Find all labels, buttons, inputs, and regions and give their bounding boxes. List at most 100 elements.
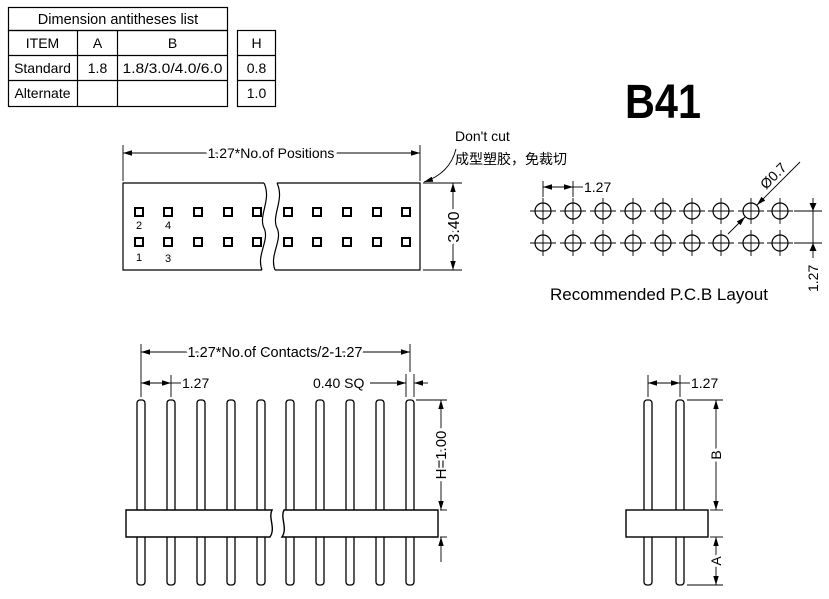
- table-title: Dimension antitheses list: [38, 12, 198, 28]
- h-table: H 0.8 1.0: [236, 29, 277, 108]
- pin-label-4: 4: [165, 220, 171, 232]
- pin-cavity: [312, 237, 322, 247]
- pin-cavity: [223, 237, 233, 247]
- pcb-hole-diameter-label: Ø0.7: [757, 159, 790, 192]
- h-dimension-label: H=1.00: [433, 431, 450, 480]
- pin-cavity: [163, 237, 173, 247]
- pcb-hole: [708, 230, 734, 256]
- pcb-hole: [560, 198, 586, 224]
- pin-cavity: [283, 237, 293, 247]
- pcb-hole: [679, 198, 705, 224]
- pin: [345, 399, 355, 586]
- pin-cavity: [401, 207, 411, 217]
- pin-cavity: [372, 207, 382, 217]
- table-cell-standard-b: 1.8/3.0/4.0/6.0: [123, 60, 223, 76]
- pin: [643, 399, 653, 586]
- top-view-break-line: [273, 182, 281, 271]
- h-table-frame: [236, 29, 277, 108]
- side-view: 1.27*No.of Contacts/2-1.27 1.27 0.40 SQ …: [125, 342, 453, 586]
- top-length-label: 1.27*No.of Positions: [208, 145, 335, 161]
- pin: [405, 399, 415, 586]
- a-dimension-label: A: [708, 556, 724, 566]
- pcb-hole: [530, 198, 556, 224]
- pcb-hole-grid: [530, 198, 793, 256]
- table-header-a: A: [93, 35, 103, 51]
- side-view-body-left: [125, 509, 274, 538]
- pcb-hole: [738, 198, 764, 224]
- side-pitch-label: 1.27: [182, 375, 209, 391]
- pin-cavity: [401, 237, 411, 247]
- pin: [166, 399, 176, 586]
- pcb-hole: [767, 230, 793, 256]
- pcb-hole: [620, 230, 646, 256]
- top-view: 2 4 1 3 1.27*No.of Positions 3.40 Don't …: [122, 128, 567, 271]
- hole-diameter-leader: [756, 161, 801, 206]
- note-leader-line: [423, 148, 457, 183]
- pin-label-1: 1: [136, 252, 142, 264]
- end-pitch-label: 1.27: [691, 375, 718, 391]
- pcb-caption: Recommended P.C.B Layout: [550, 285, 768, 304]
- pcb-layout: 1.27 Ø0.7 1.27 Recommended P.C.B Layout: [530, 159, 822, 304]
- top-view-break-line: [260, 182, 268, 271]
- pcb-hole: [650, 198, 676, 224]
- pin-cavity: [252, 237, 262, 247]
- pcb-hole: [620, 198, 646, 224]
- pin-label-3: 3: [165, 253, 171, 265]
- pin: [136, 399, 146, 586]
- table-cell-alternate-label: Alternate: [14, 85, 70, 101]
- top-view-body-right: [275, 182, 421, 271]
- note-chinese: 成型塑胶，免裁切: [455, 151, 567, 167]
- pin-cavity: [342, 207, 352, 217]
- pcb-hole: [708, 198, 734, 224]
- pcb-hole: [560, 230, 586, 256]
- end-view: 1.27 B A: [625, 375, 727, 586]
- pin: [196, 399, 206, 586]
- table-header-b: B: [168, 35, 177, 51]
- pcb-pitch-y-label: 1.27: [805, 265, 821, 292]
- pin-cavity: [193, 237, 203, 247]
- pcb-hole: [590, 230, 616, 256]
- pin-cavity: [134, 237, 144, 247]
- pcb-hole: [530, 230, 556, 256]
- dimension-table: Dimension antitheses list ITEM A B Stand…: [7, 6, 229, 108]
- pin-cavity: [283, 207, 293, 217]
- side-view-pins: [136, 399, 415, 586]
- pin-cavity: [252, 207, 262, 217]
- pcb-hole: [738, 230, 764, 256]
- end-view-body: [625, 509, 709, 538]
- table-header-item: ITEM: [26, 35, 59, 51]
- pcb-pitch-x-label: 1.27: [584, 179, 611, 195]
- side-view-body-right: [280, 509, 439, 538]
- pcb-hole: [650, 230, 676, 256]
- pin: [285, 399, 295, 586]
- arrowhead: [809, 243, 817, 251]
- h-table-value-standard: 0.8: [247, 60, 267, 76]
- pin: [256, 399, 266, 586]
- h-table-header: H: [251, 35, 261, 51]
- pin-cavity: [163, 207, 173, 217]
- pin-cavity: [193, 207, 203, 217]
- pin-size-label: 0.40 SQ: [313, 375, 364, 391]
- pin: [675, 399, 685, 586]
- side-length-label: 1.27*No.of Contacts/2-1.27: [188, 345, 363, 361]
- pin: [315, 399, 325, 586]
- pin: [226, 399, 236, 586]
- top-view-body-left: [122, 182, 264, 271]
- table-cell-standard-label: Standard: [14, 60, 71, 76]
- h-table-value-alternate: 1.0: [247, 85, 267, 101]
- table-cell-standard-a: 1.8: [88, 60, 108, 76]
- pin-cavity: [134, 207, 144, 217]
- pcb-hole: [679, 230, 705, 256]
- pin-label-2: 2: [136, 220, 142, 232]
- pin-cavity: [223, 207, 233, 217]
- model-number: B41: [625, 76, 701, 129]
- hole-diameter-leader: [727, 216, 746, 235]
- pin-cavity: [342, 237, 352, 247]
- b-dimension-label: B: [708, 450, 724, 459]
- pcb-hole: [767, 198, 793, 224]
- note-dont-cut: Don't cut: [455, 128, 510, 144]
- pin-cavity: [372, 237, 382, 247]
- pin-cavity: [312, 207, 322, 217]
- top-height-label: 3.40: [446, 211, 463, 242]
